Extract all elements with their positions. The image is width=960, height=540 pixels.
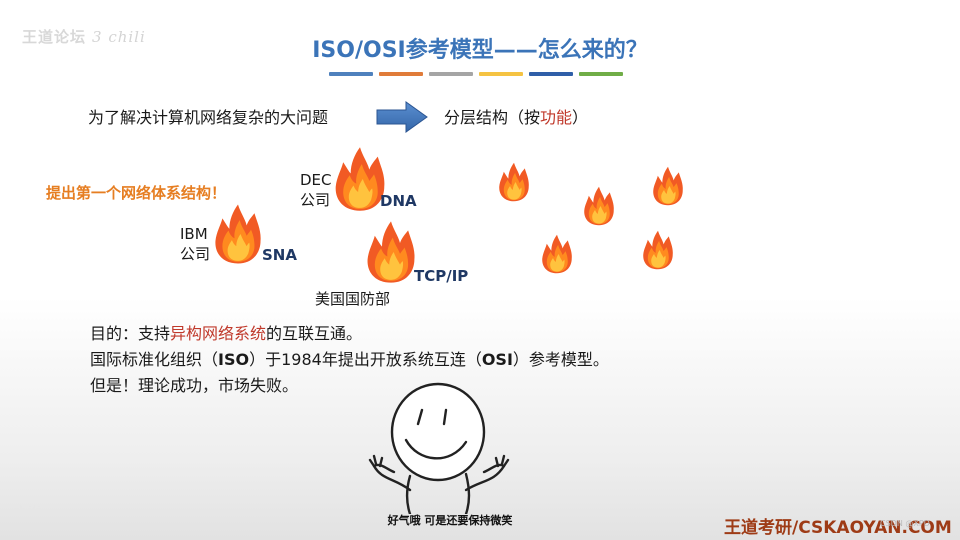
solution-suffix: ） [572,108,588,127]
flame-icon [540,232,574,276]
iso-text-3: ）参考模型。 [513,350,609,369]
goal-suffix: 的互联互通。 [266,324,362,343]
iso-abbrev: ISO [218,350,249,369]
result-line: 但是！理论成功，市场失败。 [90,374,298,398]
flame-icon [497,160,531,204]
title-color-bar [379,72,423,76]
title-color-bar [579,72,623,76]
ibm-org-label: IBM 公司 [180,224,210,264]
title-color-bar [479,72,523,76]
flame-icon [651,164,685,208]
ibm-company: 公司 [180,244,210,264]
smiling-face-meme-icon [366,382,536,514]
watermark-bottom-signature: chili [10,504,40,520]
title-color-bar [529,72,573,76]
title-color-bars [329,72,623,76]
dec-org-label: DEC 公司 [300,170,332,210]
goal-prefix: 目的：支持 [90,324,170,343]
solution-prefix: 分层结构（按 [444,108,540,127]
goal-line: 目的：支持异构网络系统的互联互通。 [90,322,362,346]
ibm-protocol: SNA [262,246,297,264]
iso-text-1: 国际标准化组织（ [90,350,218,369]
csdn-watermark: CSDN @XPD [880,519,930,528]
dec-company: 公司 [300,190,332,210]
dec-protocol: DNA [380,192,417,210]
solution-highlight: 功能 [540,108,572,127]
meme-caption: 好气哦 可是还要保持微笑 [360,512,540,528]
flame-icon [582,184,616,228]
ibm-name: IBM [180,224,210,244]
goal-highlight: 异构网络系统 [170,324,266,343]
slide-title: ISO/OSI参考模型——怎么来的？ [0,32,960,64]
flame-icon [641,228,675,272]
problem-statement: 为了解决计算机网络复杂的大问题 [88,104,328,128]
dod-protocol: TCP/IP [414,267,468,285]
title-color-bar [429,72,473,76]
dod-org-label: 美国国防部 [315,289,390,309]
osi-abbrev: OSI [482,350,513,369]
iso-line: 国际标准化组织（ISO）于1984年提出开放系统互连（OSI）参考模型。 [90,348,609,372]
title-color-bar [329,72,373,76]
right-arrow-icon [376,101,428,133]
dec-name: DEC [300,170,332,190]
solution-statement: 分层结构（按功能） [444,104,588,128]
first-network-note: 提出第一个网络体系结构！ [46,182,226,203]
iso-text-2: ）于1984年提出开放系统互连（ [249,350,482,369]
ibm-flame-icon [212,202,264,266]
dod-flame-icon [364,218,418,286]
